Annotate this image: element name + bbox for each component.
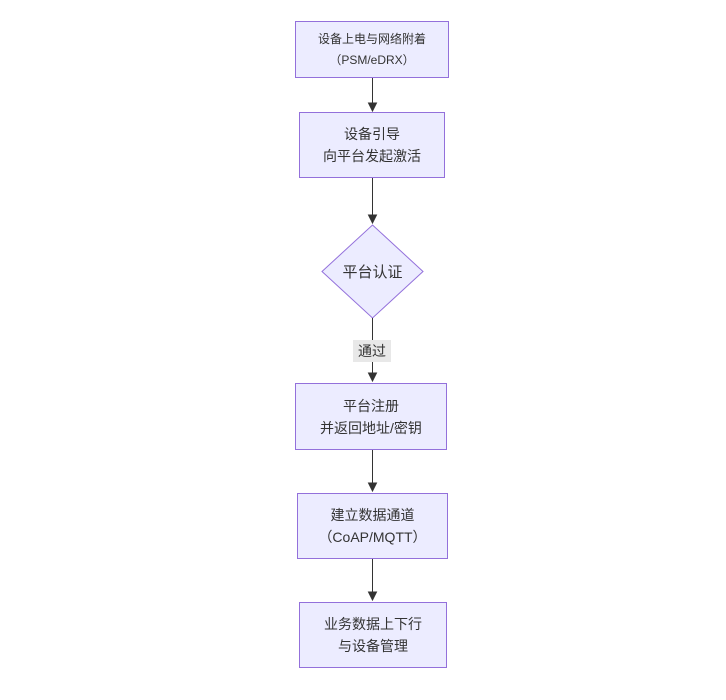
node-platform-register: 平台注册 并返回地址/密钥: [295, 383, 447, 450]
edge-label-pass: 通过: [353, 340, 391, 362]
arrowhead-icon: [367, 591, 378, 602]
arrowhead-icon: [367, 214, 378, 225]
arrowhead-icon: [367, 102, 378, 113]
node-power-on-network-attach: 设备上电与网络附着 （PSM/eDRX）: [295, 21, 449, 78]
node-data-channel: 建立数据通道 （CoAP/MQTT）: [297, 493, 448, 559]
node-bootstrap-activate: 设备引导 向平台发起激活: [299, 112, 445, 178]
node-platform-auth-label: 平台认证: [342, 264, 403, 281]
node-business-data-management: 业务数据上下行 与设备管理: [299, 602, 447, 668]
arrowhead-icon: [367, 482, 378, 493]
arrowhead-icon: [367, 372, 378, 383]
